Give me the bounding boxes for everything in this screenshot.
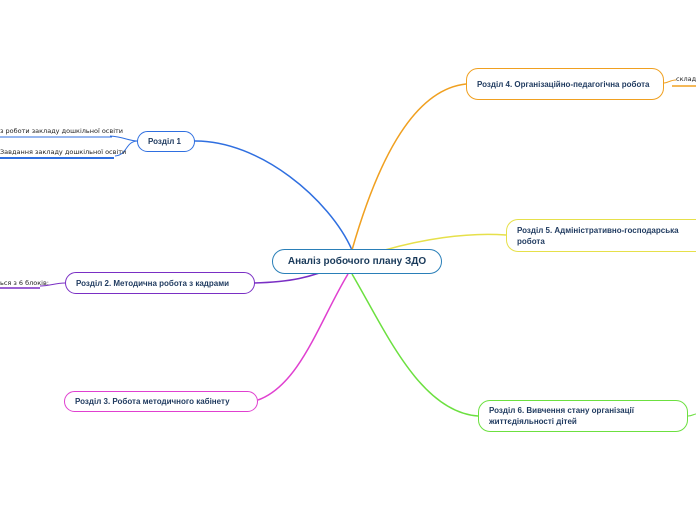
- topic-rozdil-5[interactable]: Розділ 5. Адміністративно-господарська р…: [506, 219, 696, 252]
- link-central-r3: [257, 273, 349, 401]
- subtopic-r4-a[interactable]: склад: [676, 75, 696, 83]
- subtopic-r1-a[interactable]: з роботи закладу дошкільної освіти: [0, 127, 124, 135]
- subtopic-r2-a[interactable]: ься з 6 блоків:: [0, 279, 49, 287]
- topic-rozdil-4-label: Розділ 4. Організаційно-педагогічна робо…: [477, 79, 650, 89]
- link-r2-a: [39, 282, 66, 287]
- topic-rozdil-1[interactable]: Розділ 1: [137, 131, 195, 152]
- link-r1-b: [114, 140, 139, 157]
- topic-rozdil-3-label: Розділ 3. Робота методичного кабінету: [75, 397, 230, 406]
- link-r6-a: [687, 413, 696, 417]
- topic-rozdil-4[interactable]: Розділ 4. Організаційно-педагогічна робо…: [466, 68, 664, 100]
- topic-rozdil-6-label: Розділ 6. Вивчення стану організації жит…: [489, 406, 634, 426]
- topic-rozdil-1-label: Розділ 1: [148, 137, 181, 146]
- link-central-r5: [384, 233, 507, 251]
- central-topic-label: Аналіз робочого плану ЗДО: [287, 256, 427, 267]
- topic-rozdil-6[interactable]: Розділ 6. Вивчення стану організації жит…: [478, 400, 688, 432]
- topic-rozdil-5-label: Розділ 5. Адміністративно-господарська р…: [517, 225, 679, 246]
- link-r4-a: [663, 79, 677, 84]
- topic-rozdil-3[interactable]: Розділ 3. Робота методичного кабінету: [64, 391, 258, 412]
- subtopic-r1-b[interactable]: Завдання закладу дошкільної освіти: [0, 148, 127, 156]
- link-central-r6: [351, 273, 479, 417]
- link-central-r1: [193, 140, 353, 251]
- link-r1-a: [109, 135, 139, 142]
- topic-rozdil-2-label: Розділ 2. Методична робота з кадрами: [76, 278, 230, 288]
- topic-rozdil-2[interactable]: Розділ 2. Методична робота з кадрами: [65, 272, 255, 294]
- link-central-r4: [351, 83, 467, 251]
- central-topic[interactable]: Аналіз робочого плану ЗДО: [272, 249, 442, 274]
